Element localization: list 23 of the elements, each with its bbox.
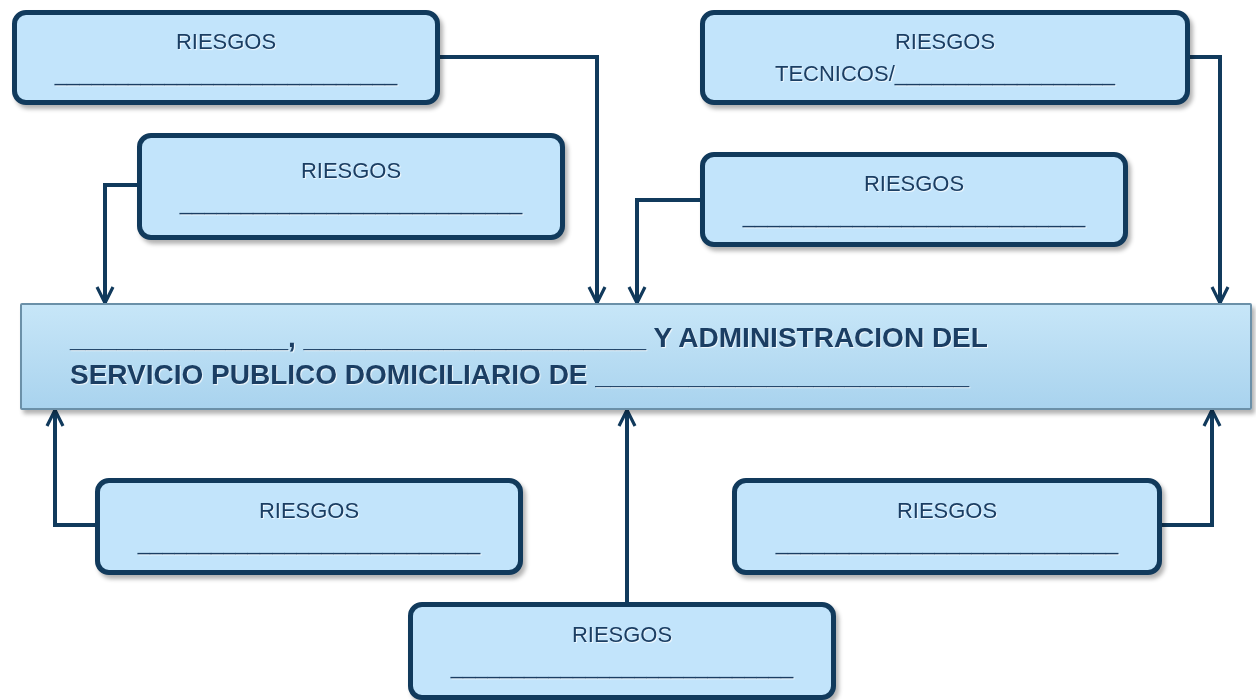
fill-in-text: RIESGOS ____________________________ <box>53 27 399 88</box>
arrow <box>440 55 607 305</box>
fill-in-text: ______________, ______________________ Y ADMINISTRACION DEL SERVICIO PUBLICO DOMICILIARIO DE ________________________ <box>70 321 989 392</box>
risk-box <box>700 152 1128 247</box>
fill-in-text: RIESGOS ____________________________ <box>178 156 524 217</box>
fill-in-text: RIESGOS TECNICOS/__________________ <box>774 27 1117 88</box>
fill-in-text: RIESGOS ____________________________ <box>741 169 1087 230</box>
arrow <box>627 198 700 305</box>
risk-box <box>12 10 440 105</box>
arrow <box>1162 408 1222 527</box>
risk-box <box>137 133 565 240</box>
arrow <box>45 408 95 527</box>
fill-in-text: RIESGOS ____________________________ <box>449 621 795 681</box>
arrow <box>95 183 137 305</box>
risk-box <box>408 602 836 700</box>
arrow <box>1190 55 1230 305</box>
fill-in-text: RIESGOS ____________________________ <box>774 496 1120 557</box>
arrow <box>617 408 637 602</box>
risk-box <box>732 478 1162 575</box>
risk-box <box>700 10 1190 105</box>
title-banner <box>20 303 1252 410</box>
risk-box <box>95 478 523 575</box>
fill-in-text: RIESGOS ____________________________ <box>136 496 482 557</box>
